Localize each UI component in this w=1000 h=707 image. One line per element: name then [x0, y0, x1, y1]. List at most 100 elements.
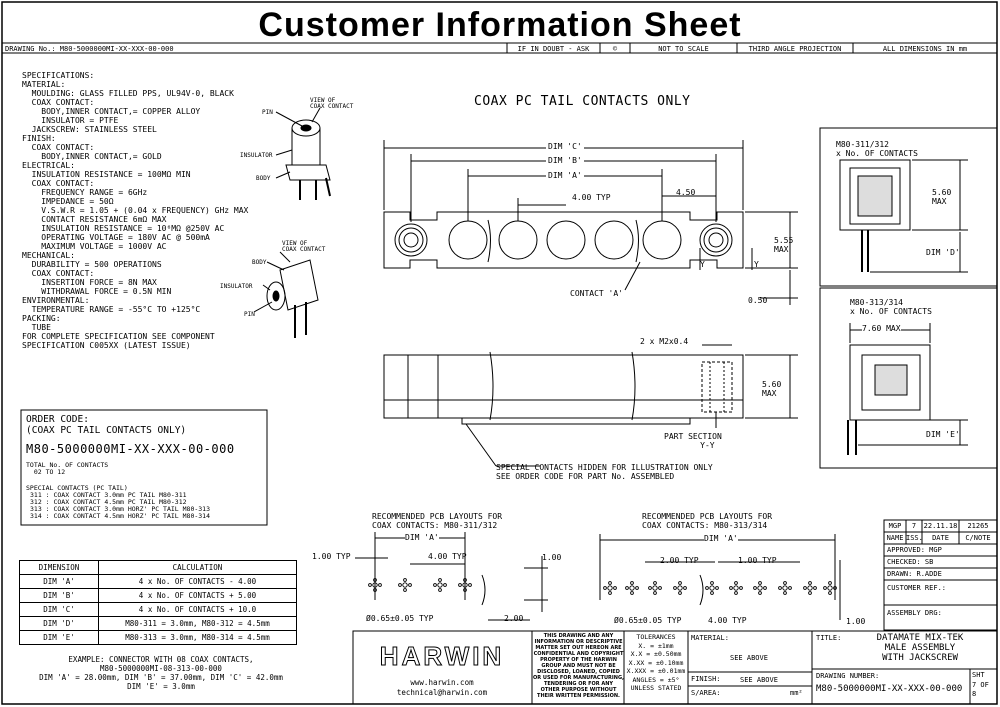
pcb-hole: [828, 581, 832, 585]
finish-label: FINISH:: [691, 675, 721, 683]
pcb-hole: [463, 588, 467, 592]
pcb-hole: [783, 581, 787, 585]
pcb-hole: [813, 586, 817, 590]
spec-line: WITHDRAWAL FORCE = 0.5N MIN: [22, 287, 172, 296]
body-label-2: BODY: [252, 259, 267, 266]
view-of-coax-label-2: VIEW OF COAX CONTACT: [282, 240, 326, 253]
spec-line: DURABILITY = 500 OPERATIONS: [22, 260, 162, 269]
drawing-number-value: M80-5000000MI-XX-XXX-00-000: [816, 684, 963, 694]
offset-050-label: 0.50: [748, 296, 768, 305]
material-label: MATERIAL:: [691, 634, 729, 642]
spec-line: FREQUENCY RANGE = 6GHz: [22, 188, 148, 197]
title-label: TITLE:: [816, 634, 842, 642]
pcb-hole: [608, 591, 612, 595]
pcb-hole: [808, 591, 812, 595]
pcb-hole: [462, 582, 468, 588]
special-contact-option: 313 : COAX CONTACT 3.0mm HORZ' PC TAIL M…: [30, 505, 211, 513]
section-y-right: Y: [754, 260, 759, 269]
notice-line: CONFIDENTIAL AND COPYRIGHT: [533, 651, 624, 657]
dim-d-label: DIM 'D': [926, 248, 960, 257]
pcb-hole: [705, 586, 709, 590]
pcb-hole: [635, 586, 639, 590]
website-link[interactable]: www.harwin.com: [410, 678, 474, 687]
pcb-hole: [733, 585, 739, 591]
spec-line: FINISH:: [22, 134, 56, 143]
title-line: WITH JACKSCREW: [882, 653, 958, 663]
pitch-label: 4.00 TYP: [572, 193, 611, 202]
spec-line: JACKSCREW: STAINLESS STEEL: [22, 125, 157, 134]
spec-line: COAX CONTACT:: [22, 179, 95, 188]
spec-line: SPECIFICATIONS:: [22, 71, 95, 80]
specifications-list: SPECIFICATIONS:MATERIAL: MOULDING: GLASS…: [22, 71, 248, 350]
tolerance-line: ANGLES = ±5°: [632, 675, 680, 684]
part-section-label: PART SECTION Y-Y: [664, 432, 722, 450]
pcb-hole: [677, 585, 683, 591]
drawing-number-label: DRAWING NUMBER:: [816, 672, 880, 680]
pcb-hole: [398, 583, 402, 587]
tolerance-line: TOLERANCES: [636, 633, 676, 641]
pcb-hole: [463, 578, 467, 582]
revision-cell: NAME: [886, 534, 904, 542]
order-code-heading: ORDER CODE: (COAX PC TAIL CONTACTS ONLY): [26, 414, 187, 436]
pcb-hole: [613, 586, 617, 590]
special-contacts-note: SPECIAL CONTACTS HIDDEN FOR ILLUSTRATION…: [496, 463, 713, 481]
pcb-hole: [608, 581, 612, 585]
pcb-hole: [603, 586, 607, 590]
assembly-drg-field: ASSEMBLY DRG:: [887, 609, 942, 617]
pcb-hole: [763, 586, 767, 590]
pcb-hole: [758, 581, 762, 585]
notice-line: INFORMATION OR DESCRIPTIVE: [534, 639, 623, 645]
revision-cell: DATE: [932, 534, 949, 542]
email-link[interactable]: technical@harwin.com: [396, 688, 488, 697]
tolerance-line: X. = ±1mm: [638, 641, 674, 650]
view-of-coax-label: VIEW OF COAX CONTACT: [310, 97, 354, 110]
approved-field: APPROVED: MGP: [887, 546, 942, 554]
pcb-hole: [438, 588, 442, 592]
drawing-number-header: DRAWING No.: M80-5000000MI-XX-XXX-00-000: [5, 45, 174, 53]
pcb-hole: [648, 586, 652, 590]
order-code-value: M80-5000000MI-XX-XXX-00-000: [26, 442, 235, 456]
spec-line: TEMPERATURE RANGE = -55°C TO +125°C: [22, 305, 201, 314]
notice-line: GROUP AND MUST NOT BE: [541, 663, 616, 669]
example-line: DIM 'E' = 3.0mm: [127, 682, 195, 691]
dim-a-label: DIM 'A': [546, 171, 584, 180]
pcb-hole: [673, 586, 677, 590]
pcb2-100: 1.00: [846, 617, 866, 626]
pcb-hole: [823, 586, 827, 590]
sarea-label: S/AREA:: [691, 689, 721, 697]
pcb-hole: [403, 588, 407, 592]
calculation-cell: M80-313 = 3.0mm, M80-314 = 4.5mm: [98, 630, 297, 645]
special-contacts-label: SPECIAL CONTACTS (PC TAIL): [26, 484, 128, 492]
pcb-hole: [710, 591, 714, 595]
sheet-label: SHT: [972, 671, 985, 679]
revision-cell: MGP: [888, 522, 902, 530]
sarea-unit: mm²: [790, 689, 803, 697]
spec-line: MECHANICAL:: [22, 251, 75, 260]
pcb1-pitch-400: 4.00 TYP: [428, 552, 467, 561]
main-view-title: COAX PC TAIL CONTACTS ONLY: [474, 94, 691, 109]
pcb-hole: [629, 585, 635, 591]
side-view-2-title: M80-313/314 x No. OF CONTACTS: [850, 298, 932, 316]
pcb1-dim-a: DIM 'A': [405, 533, 439, 542]
pcb-hole: [827, 585, 833, 591]
example-note: EXAMPLE: CONNECTOR WITH 08 COAX CONTACTS…: [16, 655, 306, 691]
pin-label: PIN: [262, 109, 273, 116]
special-contacts-options: 311 : COAX CONTACT 3.0mm PC TAIL M80-311…: [30, 492, 210, 520]
pcb-hole: [408, 583, 412, 587]
pin-label-2: PIN: [244, 311, 255, 318]
spec-line: BODY,INNER CONTACT,= GOLD: [22, 152, 162, 161]
finish-value: SEE ABOVE: [740, 676, 778, 684]
spec-line: INSERTION FORCE = 8N MAX: [22, 278, 157, 287]
notice-line: DISCLOSED, LOANED, COPIED: [537, 669, 620, 675]
spec-line: INSULATION RESISTANCE = 10⁶MΩ @250V AC: [22, 224, 225, 233]
notice-line: THEIR WRITTEN PERMISSION.: [537, 693, 620, 699]
notice-line: THIS DRAWING AND ANY: [543, 633, 614, 639]
spec-line: CONTACT RESISTANCE 6mΩ MAX: [22, 215, 167, 224]
checked-field: CHECKED: SB: [887, 558, 934, 566]
pcb-hole: [458, 583, 462, 587]
